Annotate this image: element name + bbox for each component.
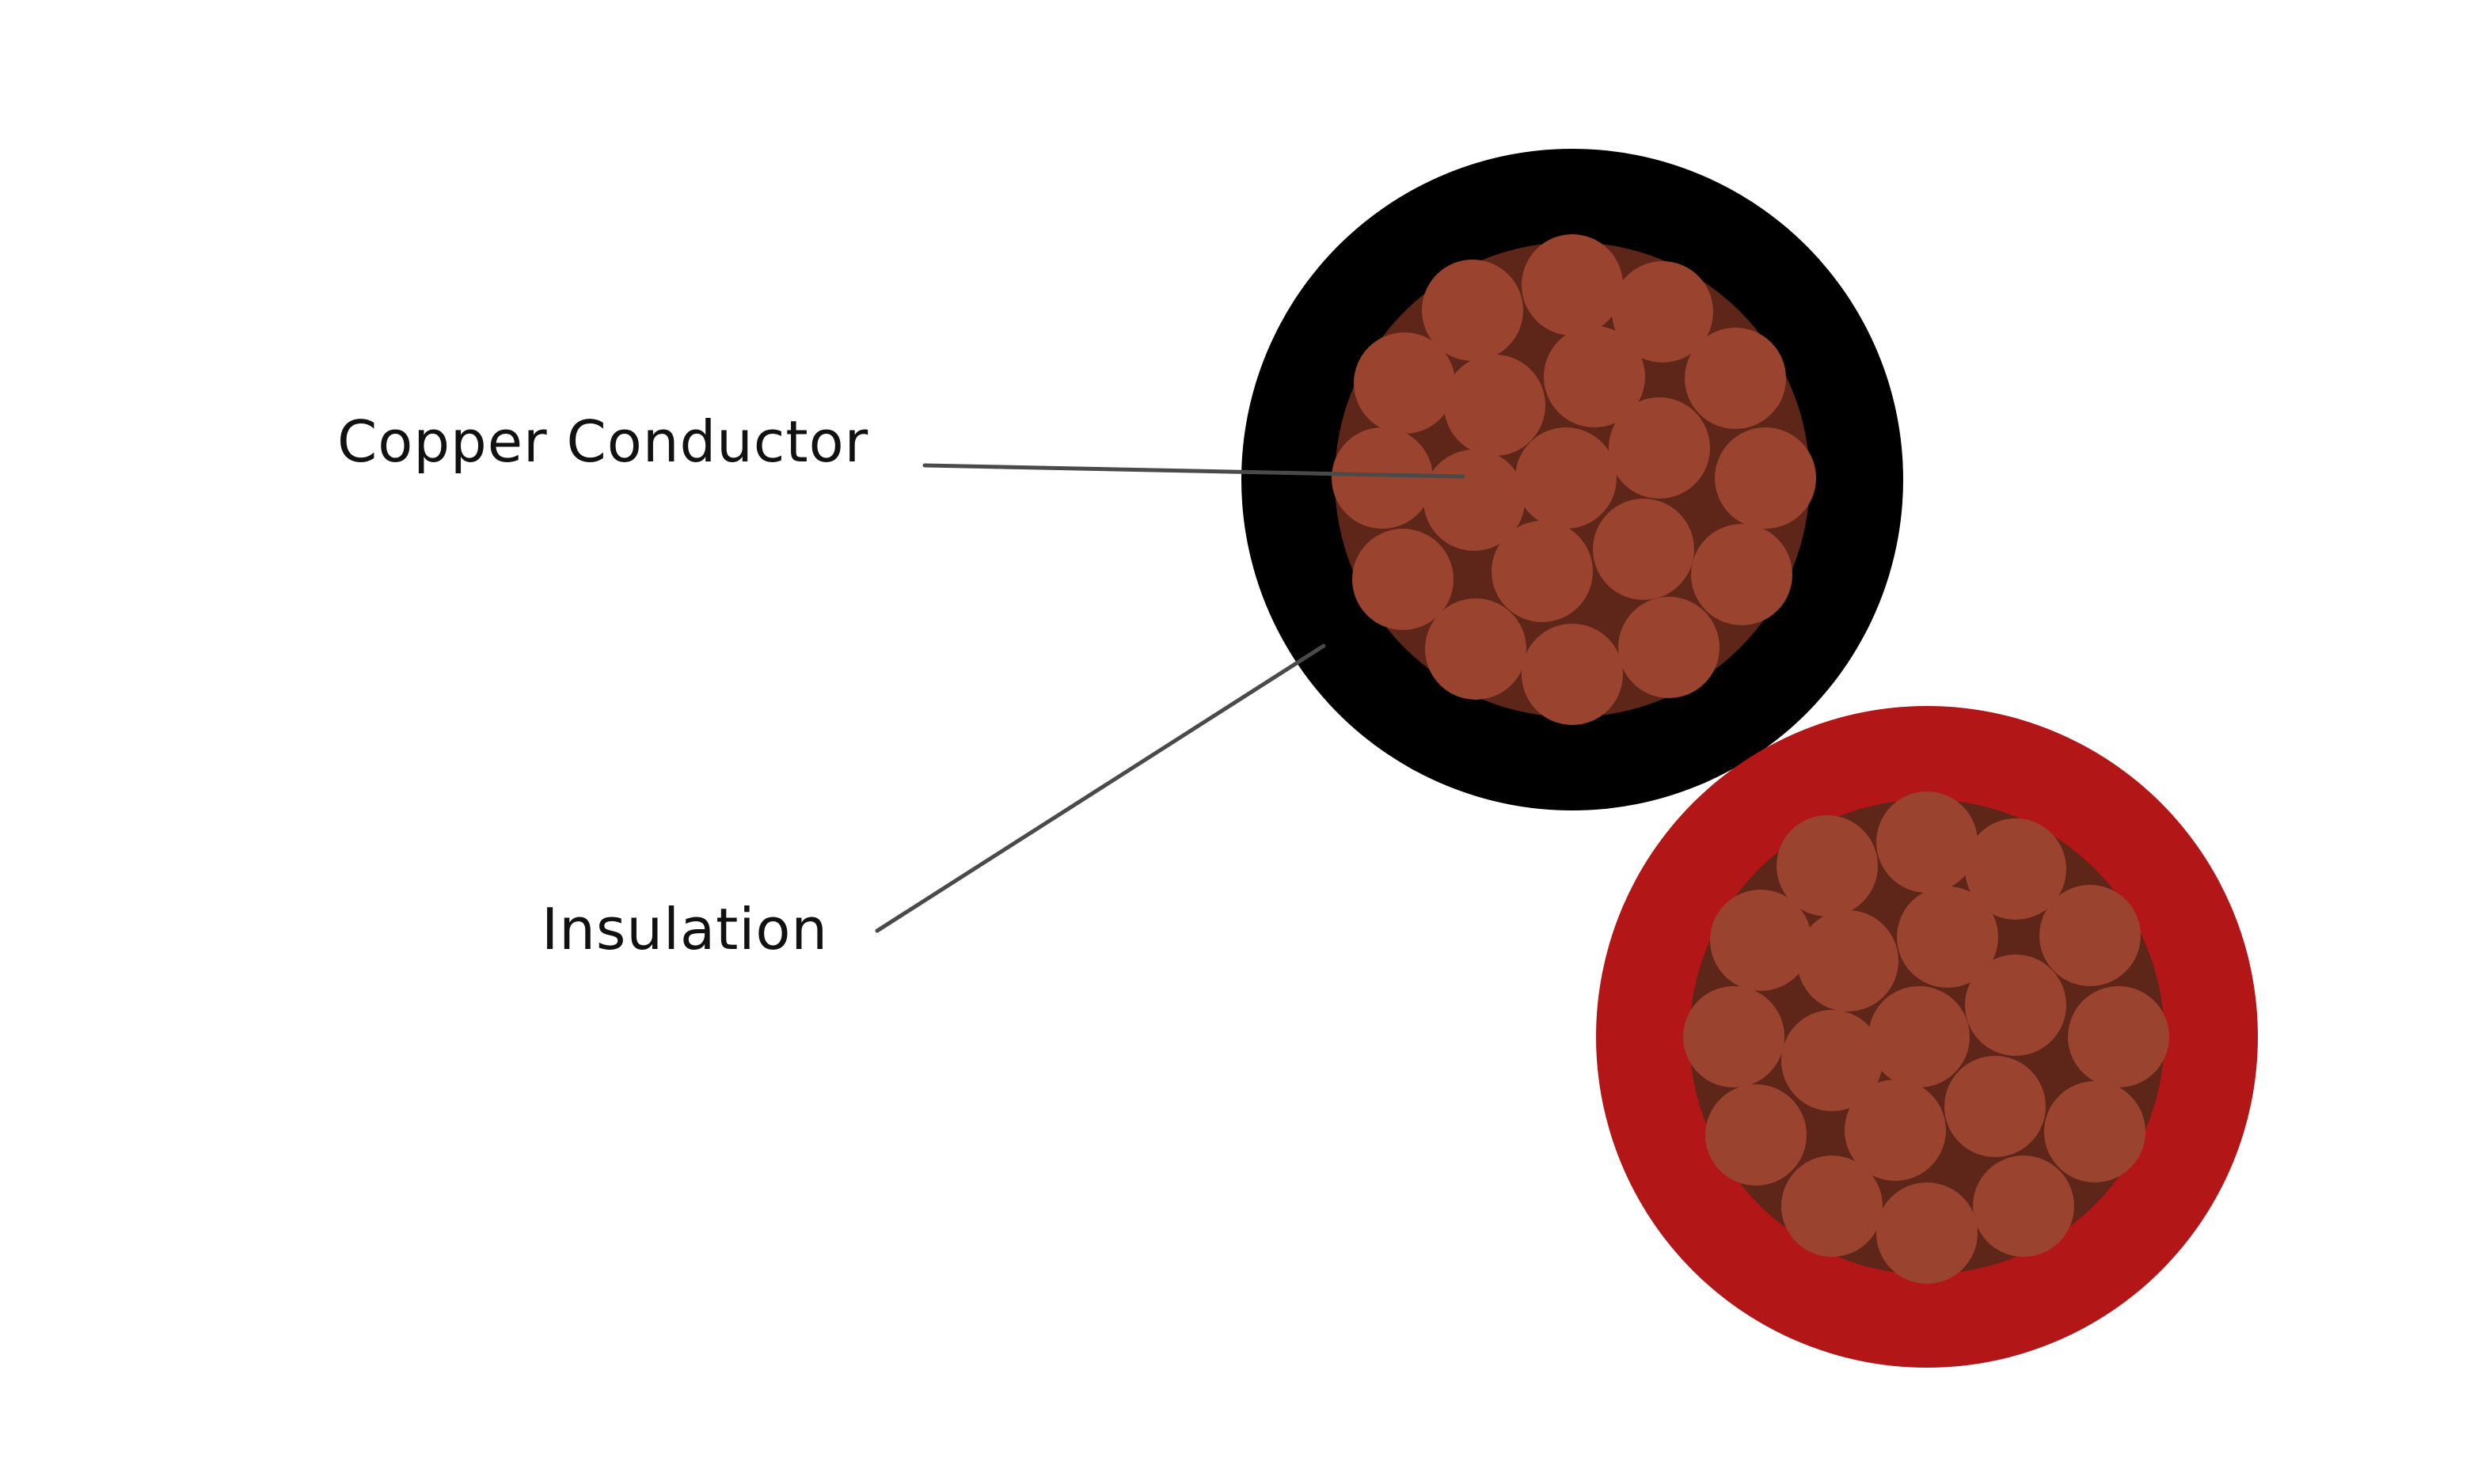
black-cable-copper-strand <box>1352 529 1454 630</box>
black-cable-copper-strand <box>1492 521 1593 622</box>
black-cable-copper-strand <box>1354 332 1455 434</box>
black-cable-copper-strand <box>1609 397 1710 499</box>
red-cable-copper-strand <box>2068 986 2169 1087</box>
red-cable-copper-strand <box>1876 1182 1978 1284</box>
black-cable-copper-strand <box>1332 427 1433 529</box>
red-cable-copper-strand <box>1845 1080 1946 1181</box>
insulation-label: Insulation <box>542 896 829 962</box>
red-cable-copper-strand <box>2039 885 2141 986</box>
red-cable-copper-strand <box>2044 1081 2145 1182</box>
black-cable-copper-strand <box>1522 624 1623 725</box>
red-cable-copper-strand <box>1876 791 1978 893</box>
black-cable-copper-strand <box>1515 427 1617 529</box>
black-cable-copper-strand <box>1618 597 1720 698</box>
black-cable-copper-strands <box>1332 234 1816 725</box>
black-cable-copper-strand <box>1685 328 1786 429</box>
red-cable-copper-strand <box>1965 955 2066 1056</box>
red-cable-copper-strand <box>1868 986 1970 1087</box>
red-cable-cross-section <box>1596 706 2258 1368</box>
red-cable-copper-strand <box>1710 890 1811 991</box>
red-cable-copper-strand <box>1781 1156 1883 1257</box>
red-cable-copper-strand <box>1705 1084 1807 1186</box>
black-cable-cross-section <box>1241 149 1903 810</box>
black-cable-copper-strand <box>1544 326 1645 427</box>
copper-conductor-label: Copper Conductor <box>337 408 869 475</box>
red-cable-copper-strand <box>1965 818 2066 920</box>
red-cable-copper-strand <box>1781 1010 1883 1111</box>
red-cable-copper-strands <box>1683 791 2169 1284</box>
black-cable-copper-strand <box>1715 427 1816 529</box>
red-cable-copper-strand <box>1944 1056 2046 1157</box>
black-cable-copper-strand <box>1444 355 1545 456</box>
black-cable-copper-strand <box>1691 524 1792 625</box>
red-cable-copper-strand <box>1973 1156 2074 1257</box>
black-cable-copper-strand <box>1422 260 1523 361</box>
black-cable-copper-strand <box>1593 499 1694 600</box>
copper-conductor-leader-line <box>922 463 1465 479</box>
red-cable-copper-strand <box>1897 886 1998 988</box>
red-cable-copper-strand <box>1683 986 1784 1087</box>
insulation-leader-line <box>875 643 1326 933</box>
black-cable-copper-strand <box>1522 234 1623 336</box>
red-cable-copper-strand <box>1777 815 1878 917</box>
red-cable-copper-strand <box>1797 910 1898 1011</box>
black-cable-copper-strand <box>1612 261 1713 362</box>
black-cable-copper-strand <box>1425 598 1526 700</box>
